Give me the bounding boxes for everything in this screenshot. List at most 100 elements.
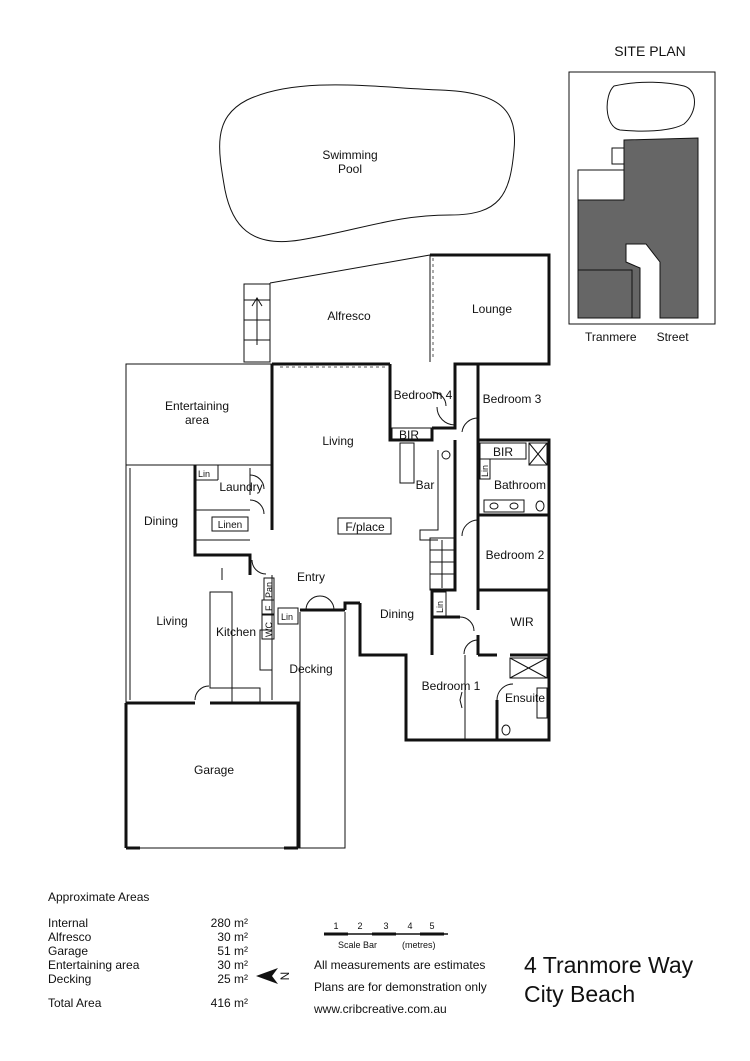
site-plan-street: Tranmere Street	[585, 330, 689, 344]
hall-linen-closet	[431, 591, 447, 617]
area-label: Internal	[48, 916, 89, 930]
site-plan	[568, 71, 716, 325]
area-value: 25 m²	[217, 972, 248, 986]
vanity	[483, 499, 525, 513]
laundry-lin-label: Lin	[198, 469, 210, 479]
entry-lin-label: Lin	[281, 612, 293, 622]
area-label: Alfresco	[48, 930, 92, 944]
wc-room	[261, 614, 275, 640]
area-row: Internal 280 m²	[48, 916, 248, 930]
linen-label: Linen	[218, 520, 242, 531]
house-walls	[270, 362, 551, 742]
bar-counter	[399, 442, 451, 541]
alfresco-label: Alfresco	[327, 309, 371, 323]
bir-3-label: BIR	[493, 445, 513, 459]
note-line-2: Plans are for demonstration only	[314, 980, 487, 994]
bedroom2-label: Bedroom 2	[486, 548, 545, 562]
scale-tick-4: 4	[407, 921, 412, 931]
lounge-label: Lounge	[472, 302, 512, 316]
door-swings	[194, 391, 514, 701]
bath-linen-closet	[479, 458, 491, 480]
site-plan-title: SITE PLAN	[614, 43, 686, 59]
garage-label: Garage	[194, 763, 234, 777]
pantry-label: Pan	[264, 582, 274, 598]
dining-left-label: Dining	[144, 514, 178, 528]
lounge-room	[430, 253, 551, 366]
kitchen-label: Kitchen	[216, 625, 256, 639]
garage-walls	[124, 703, 300, 850]
laundry-label: Laundry	[219, 480, 262, 494]
swimming-pool-outline	[219, 84, 516, 242]
kitchen-counters	[209, 568, 273, 703]
bedroom4-label: Bedroom 4	[394, 388, 453, 402]
address-line-2: City Beach	[524, 981, 636, 1007]
scale-tick-2: 2	[357, 921, 362, 931]
scale-unit: (metres)	[402, 940, 436, 950]
bir-3-closet	[479, 442, 527, 460]
total-area-row: Total Area 416 m²	[48, 996, 248, 1010]
decking-area	[126, 612, 346, 849]
ensuite-label: Ensuite	[505, 691, 545, 705]
area-value: 51 m²	[217, 944, 248, 958]
hall-lin-label: Lin	[435, 601, 445, 613]
entry-linen	[277, 607, 299, 625]
street-word-1: Tranmere	[585, 330, 637, 344]
fireplace	[337, 517, 392, 535]
area-value: 30 m²	[217, 930, 248, 944]
scale-tick-1: 1	[333, 921, 338, 931]
area-label: Decking	[48, 972, 92, 986]
bath-lin-label: Lin	[480, 465, 490, 477]
street-word-2: Street	[656, 330, 689, 344]
area-row: Garage 51 m²	[48, 944, 248, 958]
bathroom-window	[528, 442, 548, 466]
disclaimer-notes: All measurements are estimates Plans are…	[314, 954, 487, 1020]
scale-label: Scale Bar	[338, 940, 377, 950]
bir-4-closet	[391, 427, 433, 441]
north-label: N	[278, 972, 292, 981]
fridge	[261, 599, 275, 615]
area-row: Decking 25 m²	[48, 972, 248, 986]
living-main-label: Living	[322, 434, 353, 448]
linen-closet	[211, 516, 249, 532]
north-arrow	[256, 968, 278, 984]
wir-label: WIR	[510, 615, 534, 629]
ensuite-vanity	[536, 687, 548, 719]
dining-main-label: Dining	[380, 607, 414, 621]
entertaining-label-2: area	[185, 413, 209, 427]
pool-label-2: Pool	[338, 162, 362, 176]
total-area-value: 416 m²	[210, 996, 248, 1010]
area-label: Entertaining area	[48, 958, 140, 972]
area-value: 280 m²	[210, 916, 248, 930]
property-address: 4 Tranmore Way City Beach	[524, 951, 693, 1009]
area-row: Alfresco 30 m²	[48, 930, 248, 944]
total-area-label: Total Area	[48, 996, 102, 1010]
basin-icon-2	[509, 502, 519, 510]
bedroom3-label: Bedroom 3	[483, 392, 542, 406]
bar-label: Bar	[416, 478, 435, 492]
entry-doors	[300, 595, 360, 612]
fireplace-label: F/place	[345, 520, 385, 534]
f-label: F	[264, 605, 274, 611]
decking-label: Decking	[289, 662, 332, 676]
basin-icon	[489, 502, 499, 510]
area-label: Garage	[48, 944, 89, 958]
address-line-1: 4 Tranmore Way	[524, 952, 694, 978]
toilet-icon	[535, 500, 545, 512]
note-line-1: All measurements are estimates	[314, 958, 486, 972]
bathroom-label: Bathroom	[494, 478, 546, 492]
entertaining-label-1: Entertaining	[165, 399, 229, 413]
scale-tick-5: 5	[429, 921, 434, 931]
entry-label: Entry	[297, 570, 325, 584]
bedroom1-label: Bedroom 1	[422, 679, 481, 693]
stairs	[429, 537, 456, 591]
pool-label-1: Swimming	[322, 148, 377, 162]
ensuite-window	[509, 657, 548, 679]
scale-tick-3: 3	[383, 921, 388, 931]
areas-title: Approximate Areas	[48, 890, 150, 904]
approximate-areas: Approximate Areas Internal 280 m² Alfresc…	[48, 890, 248, 1010]
scale-bar: 1 2 3 4 5 Scale Bar (metres)	[324, 921, 448, 950]
laundry-walls	[193, 465, 252, 575]
living-left-label: Living	[156, 614, 187, 628]
